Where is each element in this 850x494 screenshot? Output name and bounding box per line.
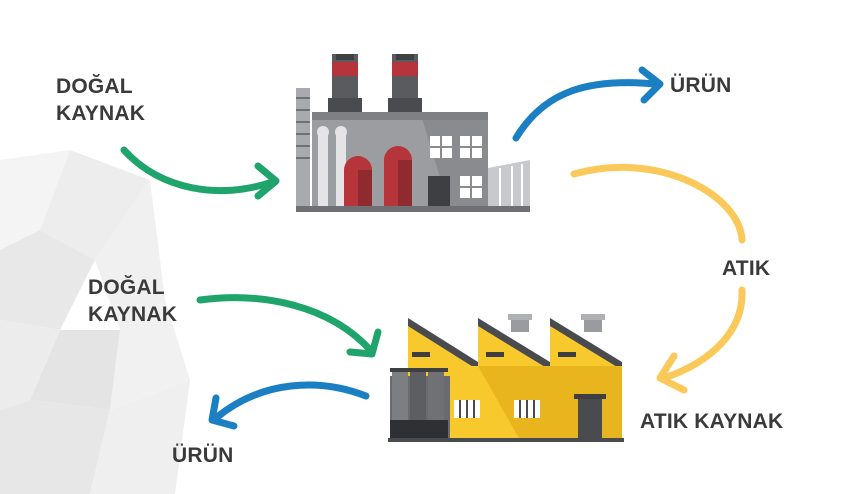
product-label-bottom: ÜRÜN: [172, 444, 234, 467]
power-plant-icon: [296, 54, 530, 212]
factory-icon: [388, 314, 624, 442]
background-polygons: [0, 150, 190, 494]
natural-resource-arrow-top: [120, 146, 276, 195]
arrow-head-yellow: [656, 352, 688, 394]
waste-label: ATIK: [722, 257, 771, 280]
waste-resource-label: ATIK KAYNAK: [640, 410, 784, 433]
natural-resource-label-top: DOĞAL KAYNAK: [56, 75, 146, 125]
arrow-head-green-bottom: [346, 328, 382, 358]
arrow-head-blue-top: [638, 66, 664, 104]
natural-resource-label-bottom: DOĞAL KAYNAK: [88, 276, 178, 326]
waste-arrow: [570, 163, 746, 382]
product-arrow-top: [512, 79, 660, 142]
natural-resource-arrow-bottom: [196, 294, 376, 356]
arrow-head-blue-bottom: [208, 394, 238, 430]
arrow-head-green-top: [254, 162, 280, 200]
product-arrow-bottom: [212, 381, 370, 422]
product-label-top: ÜRÜN: [670, 74, 732, 97]
